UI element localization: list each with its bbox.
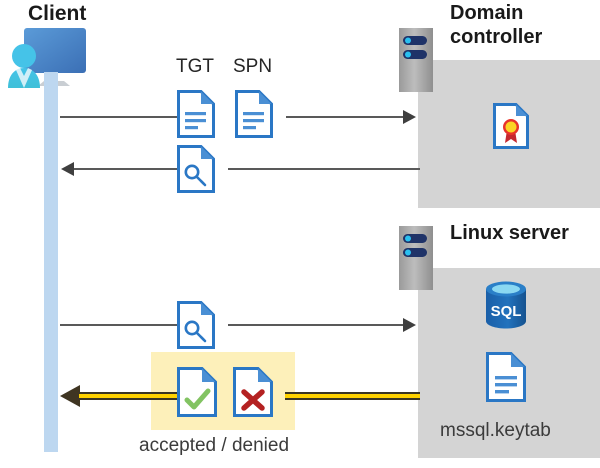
arrow-head-right-dc	[403, 110, 416, 124]
text-document-icon	[486, 352, 526, 407]
linux-server-title: Linux server	[450, 222, 569, 244]
accepted-document-icon	[177, 367, 217, 422]
message-line-tgt-spn-right	[286, 116, 404, 118]
client-lifeline	[44, 72, 58, 452]
domain-controller-title-line1: Domain	[450, 2, 524, 24]
document-icon	[235, 90, 273, 143]
tgt-label: TGT	[176, 56, 214, 77]
auth-result-highlight	[151, 352, 295, 430]
key-document-icon	[177, 301, 215, 354]
key-document-icon	[177, 145, 215, 198]
result-line-left	[79, 392, 178, 400]
sql-database-icon: SQL	[483, 280, 529, 335]
domain-controller-title: Domain controller	[450, 2, 595, 49]
user-computer-icon	[2, 26, 92, 92]
svg-text:SQL: SQL	[491, 303, 522, 320]
accepted-denied-label: accepted / denied	[139, 435, 290, 456]
domain-controller-title-line2: controller	[450, 25, 543, 48]
spn-label: SPN	[233, 56, 273, 77]
certificate-document-icon	[493, 103, 529, 154]
arrow-head-left-client-ticket	[61, 162, 74, 176]
client-title: Client	[28, 2, 87, 25]
message-line-service-right	[228, 324, 404, 326]
server-rack-icon	[399, 226, 433, 295]
arrow-head-right-linux	[403, 318, 416, 332]
server-rack-icon	[399, 28, 433, 97]
message-line-service-left	[60, 324, 178, 326]
document-icon	[177, 90, 215, 143]
keytab-file-label: mssql.keytab	[440, 420, 551, 441]
message-line-tgt-spn-left	[60, 116, 178, 118]
message-line-ticket-left	[74, 168, 178, 170]
message-line-ticket-right	[228, 168, 420, 170]
arrow-head-left-client-result	[60, 385, 80, 407]
result-line-right	[285, 392, 420, 400]
denied-document-icon	[233, 367, 273, 422]
